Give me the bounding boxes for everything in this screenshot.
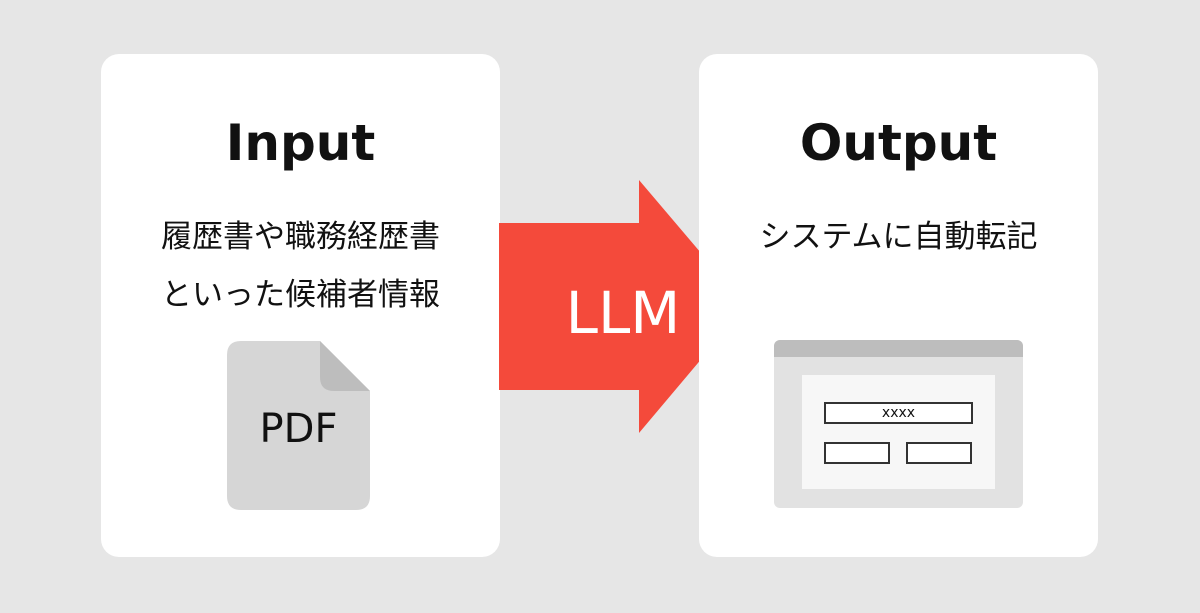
right-field [906,442,972,464]
arrow-shape [499,180,746,433]
browser-title-bar [774,340,1023,357]
input-title: Input [225,114,376,172]
wide-field-text: xxxx [881,405,916,421]
browser-window-icon [774,340,1023,508]
output-description: システムに自動転記 [699,208,1098,266]
pdf-label: PDF [259,406,338,452]
pdf-document-shape [227,341,370,510]
left-field [824,442,890,464]
right-arrow-icon: LLM [499,180,746,433]
output-description-line-1: システムに自動転記 [759,219,1038,255]
input-description-line-2: といった候補者情報 [161,277,440,313]
form-panel [802,375,995,489]
pdf-document-icon: PDF [227,341,370,510]
wide-field: xxxx [824,402,973,424]
llm-label: LLM [565,279,681,347]
input-description: 履歴書や職務経歴書 といった候補者情報 [101,208,500,324]
input-description-line-1: 履歴書や職務経歴書 [161,219,440,255]
output-title: Output [799,114,998,172]
